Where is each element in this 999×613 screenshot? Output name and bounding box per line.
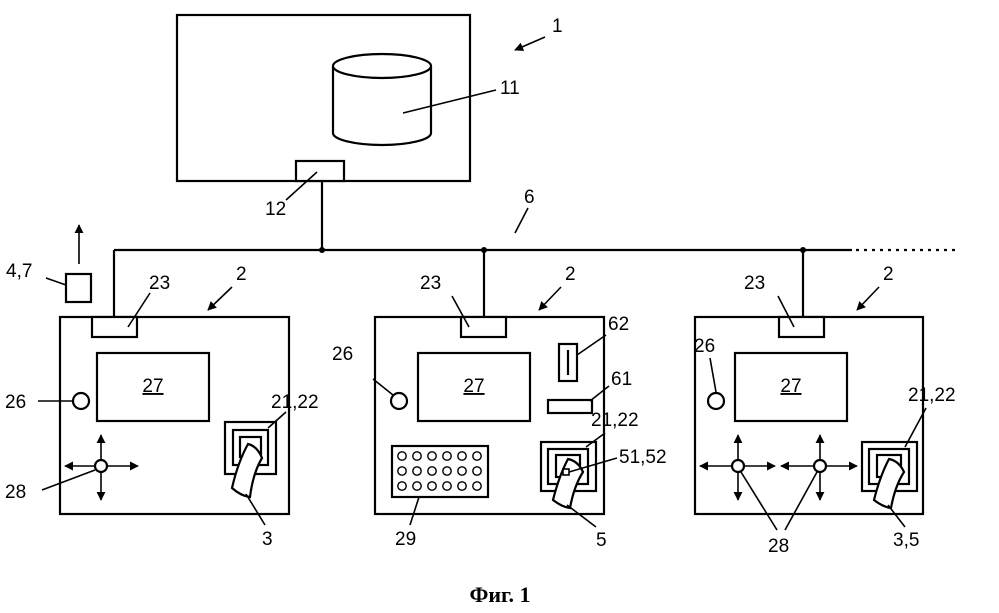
label-sensor-right: 21,22: [908, 385, 956, 406]
network-port-left: [92, 317, 137, 337]
label-indicator-mid: 26: [332, 344, 353, 365]
ext-unit-box: [66, 274, 91, 302]
label-slot-vertical: 62: [608, 314, 629, 335]
indicator-right: [708, 393, 724, 409]
label-finger-left: 3: [262, 529, 273, 550]
leader-23-left: [128, 293, 150, 327]
label-display-left: 27: [142, 376, 163, 397]
leader-3-5: [888, 505, 905, 527]
label-ext-unit: 4,7: [6, 261, 32, 282]
label-server-interface: 12: [265, 199, 286, 220]
label-network-port-right: 23: [744, 273, 765, 294]
network-port-mid: [461, 317, 506, 337]
label-network-port-left: 23: [149, 273, 170, 294]
label-mark-mid: 51,52: [619, 447, 667, 468]
joystick-left: [65, 435, 138, 500]
figure-caption: Фиг. 1: [469, 582, 530, 607]
label-device-right: 2: [883, 264, 894, 285]
leader-5: [567, 505, 596, 527]
arrow-2-left: [208, 287, 232, 310]
leader-4-7: [46, 278, 66, 285]
keypad: [392, 446, 488, 497]
card-slot: [548, 400, 592, 413]
leader-6: [515, 208, 528, 233]
label-sensor-mid: 21,22: [591, 410, 639, 431]
arrow-2-mid: [539, 287, 561, 310]
indicator-left: [73, 393, 89, 409]
label-keypad: 29: [395, 529, 416, 550]
label-indicator-right: 26: [694, 336, 715, 357]
label-network: 6: [524, 187, 535, 208]
junction-server: [319, 247, 325, 253]
leader-26-right: [710, 358, 716, 392]
label-display-right: 27: [780, 376, 801, 397]
label-joystick-right: 28: [768, 536, 789, 557]
leader-61: [590, 386, 609, 401]
label-device-mid: 2: [565, 264, 576, 285]
leader-28-right-a: [741, 472, 777, 530]
label-finger-right: 3,5: [893, 530, 919, 551]
slot-vertical: [559, 344, 577, 381]
device-left: [60, 317, 289, 514]
leader-28-right-b: [785, 472, 817, 530]
label-sensor-left: 21,22: [271, 392, 319, 413]
arrow-2-right: [857, 287, 879, 310]
label-indicator-left: 26: [5, 392, 26, 413]
leader-29: [410, 497, 419, 525]
joystick-right-1: [700, 435, 775, 500]
label-finger-mid: 5: [596, 530, 607, 551]
label-device-left: 2: [236, 264, 247, 285]
database-cylinder: [333, 54, 431, 145]
label-database: 11: [500, 78, 520, 99]
label-joystick-left: 28: [5, 482, 26, 503]
leader-28-left: [42, 470, 95, 490]
arrow-1: [515, 37, 545, 50]
label-server: 1: [552, 16, 563, 37]
server-interface: [296, 161, 344, 181]
finger-left: [232, 444, 262, 497]
label-display-mid: 27: [463, 376, 484, 397]
indicator-mid: [391, 393, 407, 409]
joystick-right-2: [781, 435, 857, 500]
network-port-right: [779, 317, 824, 337]
leader-3: [246, 494, 265, 525]
leader-62: [577, 335, 606, 355]
label-network-port-mid: 23: [420, 273, 441, 294]
label-card-slot: 61: [611, 369, 632, 390]
